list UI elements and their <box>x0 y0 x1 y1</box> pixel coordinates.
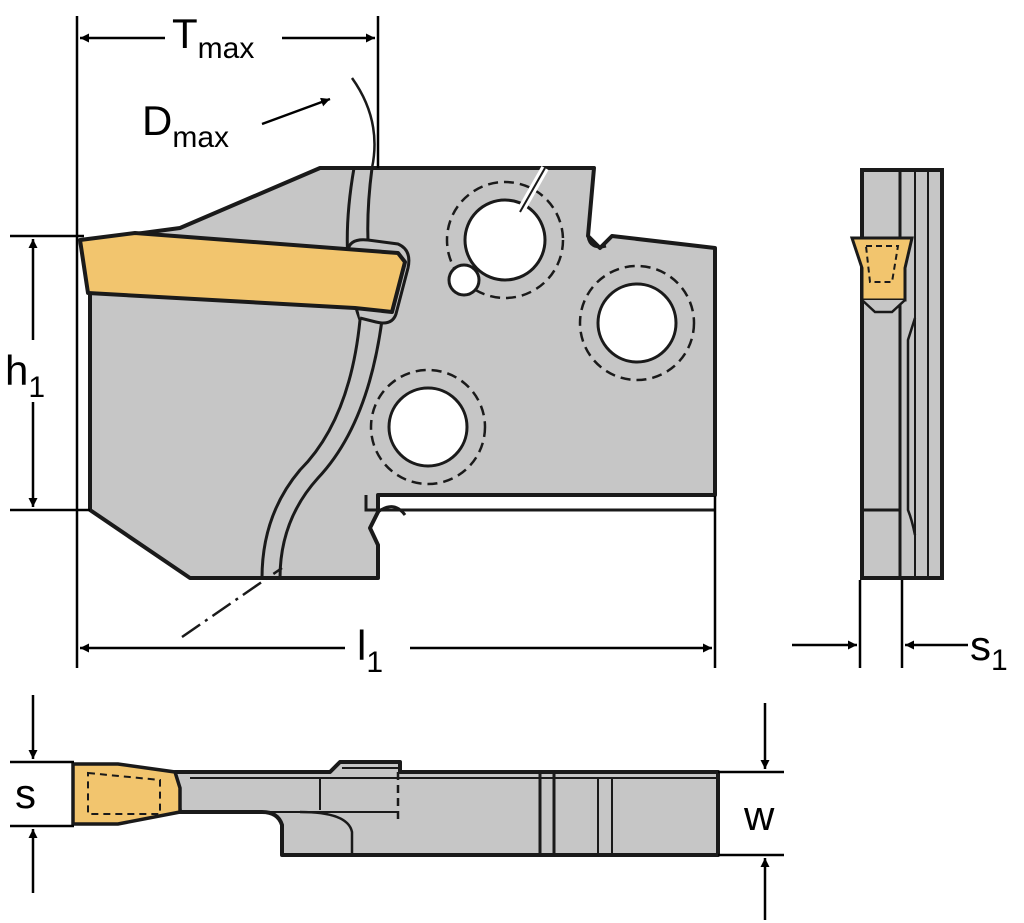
blade-body <box>88 166 717 580</box>
label-s1: s1 <box>970 622 1008 677</box>
hole-counterbore-right <box>578 264 696 382</box>
blade-step-line <box>364 495 715 512</box>
label-tmax: Tmax <box>172 10 254 65</box>
key-line-edge <box>519 167 546 213</box>
hole-counterbore-lower <box>369 368 487 486</box>
top-view <box>71 760 720 857</box>
end-view <box>849 168 944 580</box>
dmax-arc <box>350 77 376 169</box>
labels: Tmax Dmax h1 l1 s1 s w <box>5 10 1008 839</box>
dimensions <box>10 16 968 920</box>
label-l1: l1 <box>357 622 383 679</box>
top-view-body <box>173 760 720 857</box>
label-s: s <box>15 770 36 817</box>
blade-notch <box>586 235 607 249</box>
end-view-insert <box>849 236 914 302</box>
side-view <box>78 77 717 639</box>
label-w: w <box>743 792 775 839</box>
hole-lower <box>387 386 469 468</box>
dmax-leader <box>261 97 331 126</box>
hole-counterbore-upper <box>445 180 565 300</box>
label-dmax: Dmax <box>142 97 229 154</box>
blade-lower-notch <box>377 505 407 516</box>
hole-right <box>596 282 678 364</box>
label-h1: h1 <box>5 347 45 404</box>
center-line <box>181 566 283 639</box>
end-view-body <box>860 168 944 580</box>
cutting-insert <box>78 231 407 314</box>
hole-small <box>447 263 481 297</box>
hole-upper <box>463 198 547 282</box>
